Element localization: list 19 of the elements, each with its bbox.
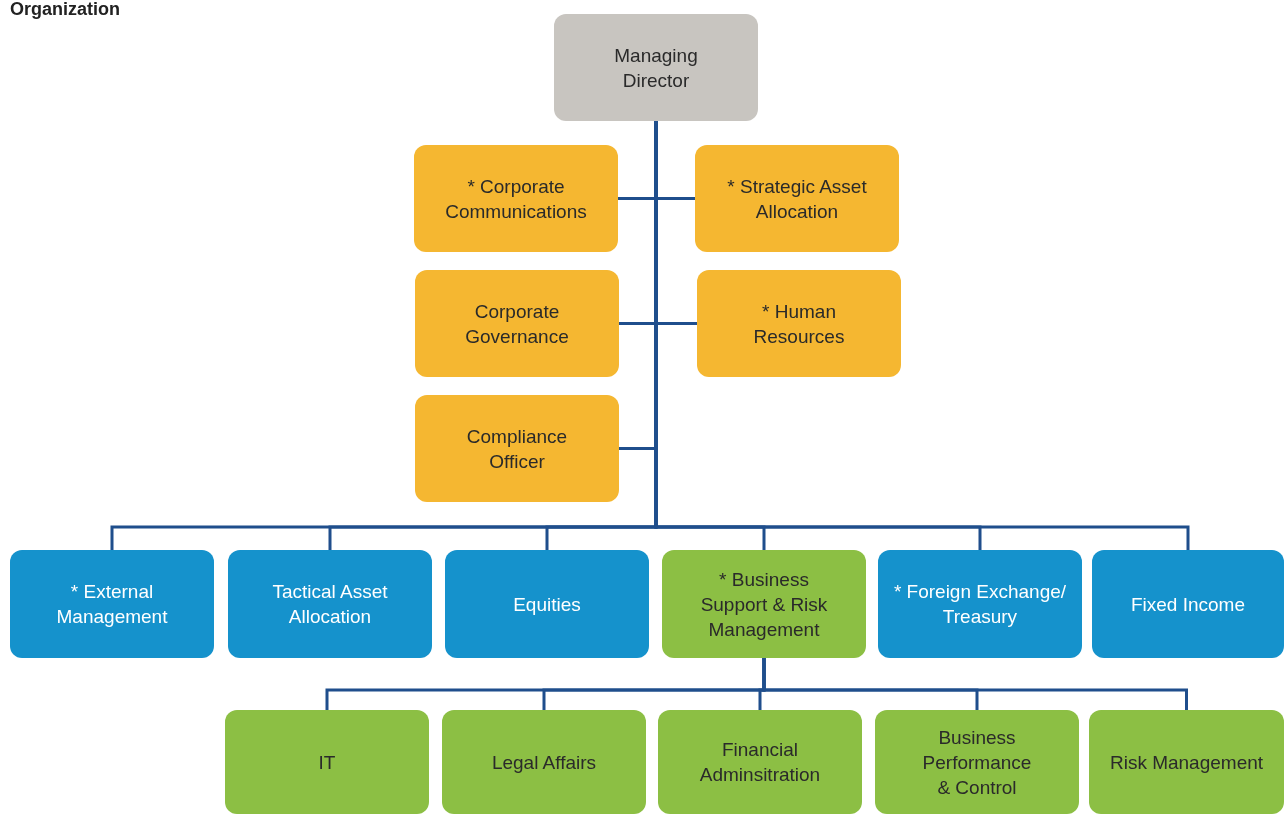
department-box: Fixed Income xyxy=(1092,550,1284,658)
staff-box: Compliance Officer xyxy=(415,395,619,502)
unit-box: * Business Support & Risk Management xyxy=(662,550,866,658)
department-box: Tactical Asset Allocation xyxy=(228,550,432,658)
department-box: Equities xyxy=(445,550,649,658)
connector-line xyxy=(762,658,1188,710)
unit-box: Legal Affairs xyxy=(442,710,646,814)
department-box: * Foreign Exchange/ Treasury xyxy=(878,550,1082,658)
staff-box: * Corporate Communications xyxy=(414,145,618,252)
diagram-title: Organization xyxy=(10,0,120,18)
staff-box: Corporate Governance xyxy=(415,270,619,377)
unit-box: IT xyxy=(225,710,429,814)
department-box: * External Management xyxy=(10,550,214,658)
staff-box: * Strategic Asset Allocation xyxy=(695,145,899,252)
unit-box: Financial Adminsitration xyxy=(658,710,862,814)
unit-box: Risk Management xyxy=(1089,710,1284,814)
director-box: Managing Director xyxy=(554,14,758,121)
unit-box: Business Performance & Control xyxy=(875,710,1079,814)
staff-box: * Human Resources xyxy=(697,270,901,377)
